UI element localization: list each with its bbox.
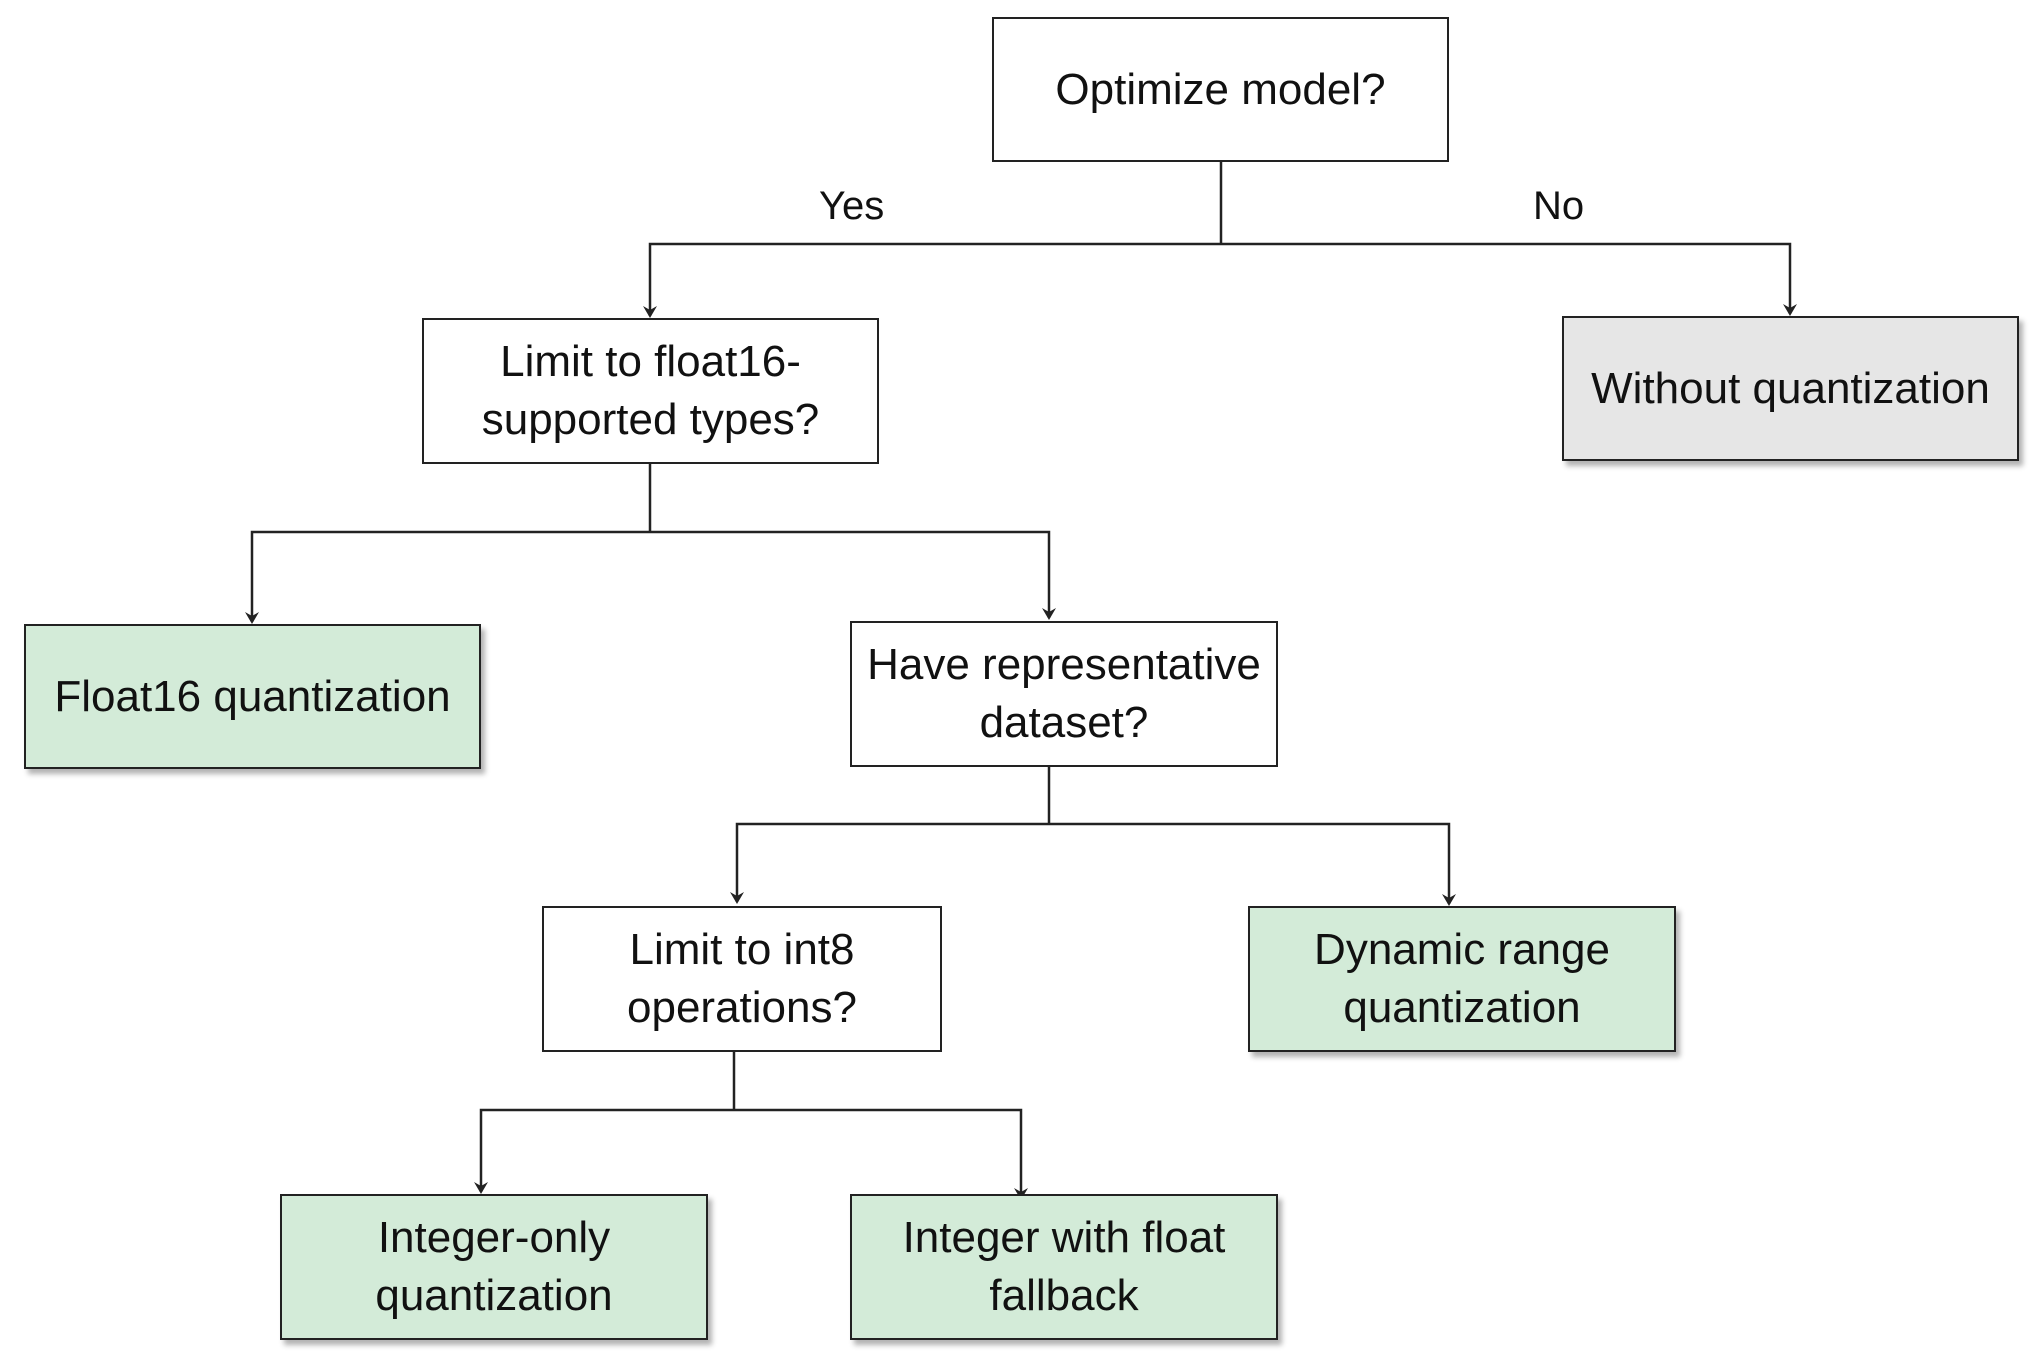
node-limit-int8-label: Limit to int8 operations?	[627, 925, 857, 1032]
node-representative-dataset-label: Have representative dataset?	[867, 640, 1261, 747]
node-float16-quantization: Float16 quantization	[24, 624, 481, 769]
node-dynamic-range-quantization-label: Dynamic range quantization	[1314, 925, 1610, 1032]
edge-dataset-right	[1049, 822, 1456, 906]
node-float16-quantization-label: Float16 quantization	[54, 671, 451, 721]
edge-optimize-no	[1221, 242, 1797, 316]
edge-label-no: No	[1533, 184, 1585, 228]
node-integer-float-fallback-label: Integer with float fallback	[902, 1213, 1226, 1320]
edge-int8-left	[474, 1108, 734, 1194]
node-limit-float16: Limit to float16- supported types?	[422, 318, 879, 464]
node-limit-float16-label: Limit to float16- supported types?	[481, 337, 820, 444]
node-without-quantization: Without quantization	[1562, 316, 2019, 461]
node-integer-float-fallback: Integer with float fallback	[850, 1194, 1278, 1340]
edge-int8-right	[734, 1108, 1028, 1200]
node-without-quantization-label: Without quantization	[1591, 363, 1990, 413]
node-integer-only-quantization: Integer-only quantization	[280, 1194, 708, 1340]
node-integer-only-quantization-label: Integer-only quantization	[375, 1213, 613, 1320]
edge-label-yes: Yes	[819, 184, 885, 228]
node-optimize-model: Optimize model?	[992, 17, 1449, 162]
edge-dataset-left	[730, 822, 1049, 904]
edge-float16-right	[650, 530, 1056, 620]
edge-float16-left	[245, 530, 650, 624]
edge-optimize-yes	[643, 242, 1221, 318]
node-limit-int8: Limit to int8 operations?	[542, 906, 942, 1052]
node-dynamic-range-quantization: Dynamic range quantization	[1248, 906, 1676, 1052]
node-representative-dataset: Have representative dataset?	[850, 621, 1278, 767]
node-optimize-model-label: Optimize model?	[1055, 64, 1386, 114]
